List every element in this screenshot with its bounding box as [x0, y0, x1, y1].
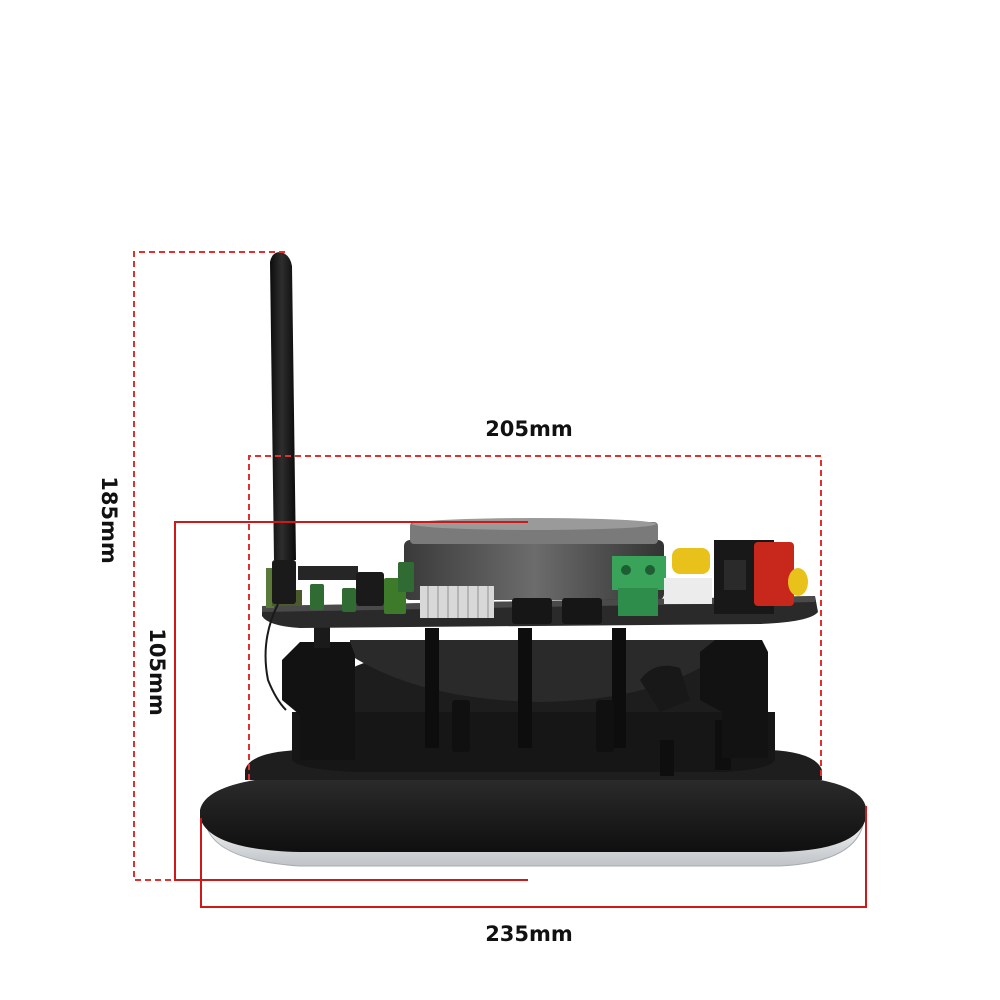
wifi-antenna: [264, 252, 296, 711]
mounting-clamp-right: [640, 640, 768, 758]
dimension-205mm: 205mm: [248, 417, 822, 780]
power-connector: [714, 540, 808, 614]
speaker-body: [292, 628, 775, 776]
heatsink: [420, 586, 494, 618]
dimension-105mm: 105mm: [145, 521, 528, 881]
capacitors-green: [310, 562, 414, 614]
dimension-label-205mm: 205mm: [485, 417, 573, 441]
ceiling-speaker: [200, 252, 866, 867]
mounting-clamp-left: [282, 626, 355, 760]
dimension-label-235mm: 235mm: [485, 922, 573, 946]
dimension-235mm: 235mm: [200, 806, 867, 946]
terminal-block: [612, 556, 666, 616]
dimension-label-105mm: 105mm: [145, 628, 169, 716]
dimension-label-185mm: 185mm: [97, 476, 121, 564]
